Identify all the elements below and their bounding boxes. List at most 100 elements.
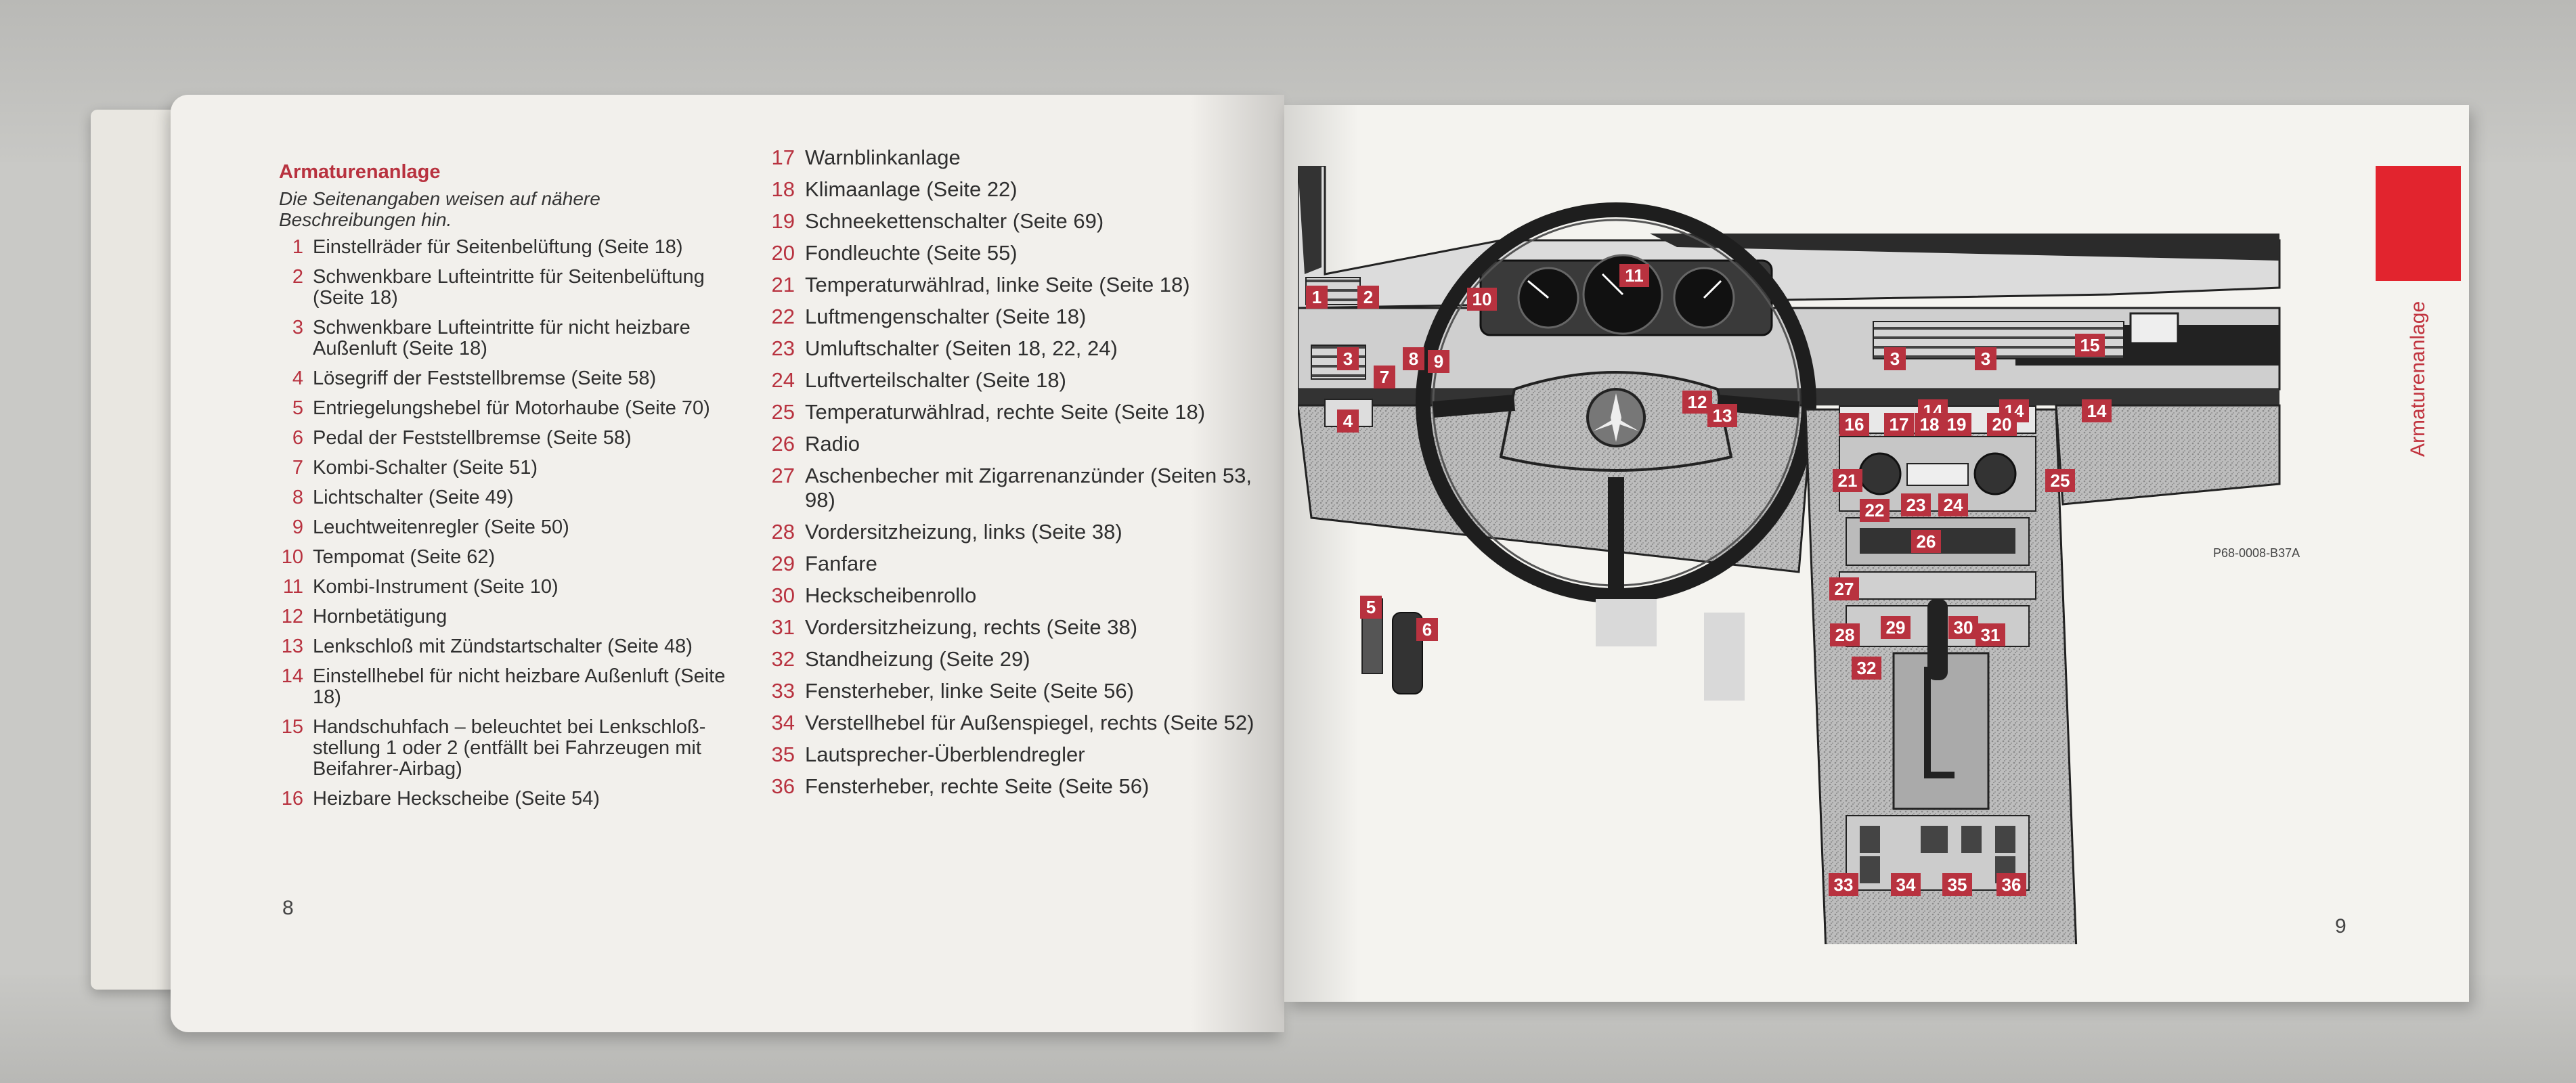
callout-badge: 32: [1852, 657, 1881, 680]
chapter-tab: [2376, 166, 2461, 281]
legend-number: 16: [281, 788, 303, 810]
glovebox-lock: [2129, 312, 2179, 345]
legend-text: Handschuhfach – beleuchtet bei Lenkschlo…: [313, 716, 706, 780]
legend-text: Temperaturwählrad, rechte Seite (Seite 1…: [805, 400, 1206, 424]
callout-number: 19: [1947, 414, 1967, 435]
callout-number: 28: [1835, 625, 1855, 645]
legend-number: 5: [292, 397, 303, 419]
legend-item: 5 Entriegelungshebel für Motorhaube (Seit…: [279, 398, 753, 419]
gear-lever: [1927, 599, 1948, 680]
illustration-code: P68-0008-B37A: [2213, 546, 2300, 560]
callout-badge: 3: [1337, 347, 1359, 370]
callout-badge: 12: [1682, 391, 1712, 414]
legend-text: Fensterheber, rechte Seite (Seite 56): [805, 774, 1150, 798]
section-heading: Armaturenanlage: [279, 161, 441, 183]
callout-badge: 16: [1839, 413, 1869, 436]
legend-item: 29 Fanfare: [766, 552, 1281, 576]
legend-text: Vordersitzheizung, links (Seite 38): [805, 520, 1122, 544]
legend-text: Entriegelungshebel für Motorhaube (Seite…: [313, 397, 710, 419]
legend-text: Schneekettenschalter (Seite 69): [805, 209, 1104, 233]
callout-number: 2: [1363, 287, 1373, 307]
legend-text: Fondleuchte (Seite 55): [805, 241, 1018, 265]
callout-number: 27: [1835, 579, 1854, 599]
legend-text: Kombi-Schalter (Seite 51): [313, 457, 538, 479]
legend-number: 7: [292, 457, 303, 479]
callout-badge: 31: [1975, 623, 2005, 646]
legend-item: 2 Schwenkbare Lufteintritte für Seitenbel…: [279, 267, 753, 309]
callout-number: 23: [1906, 495, 1926, 515]
legend-number: 27: [771, 464, 795, 487]
legend-number: 21: [771, 273, 795, 296]
callout-badge: 7: [1374, 366, 1395, 389]
legend-text: Heizbare Heckscheibe (Seite 54): [313, 788, 600, 810]
legend-text: Aschenbecher mit Zigarrenanzünder (Seite…: [805, 464, 1252, 512]
a-pillar: [1298, 166, 1322, 274]
callout-badge: 3: [1884, 347, 1906, 370]
callout-number: 12: [1688, 392, 1707, 412]
windshield-edge: [1650, 234, 2279, 261]
legend-number: 2: [292, 266, 303, 288]
callout-number: 15: [2080, 335, 2100, 355]
legend-text: Pedal der Feststellbremse (Seite 58): [313, 427, 632, 449]
callout-number: 31: [1981, 625, 2001, 645]
legend-text: Fanfare: [805, 552, 877, 575]
legend-number: 24: [771, 368, 795, 392]
legend-number: 13: [281, 636, 303, 657]
callout-number: 14: [2087, 401, 2107, 421]
callout-badge: 20: [1987, 413, 2017, 436]
legend-item: 35 Lautsprecher-Überblendregler: [766, 743, 1281, 767]
callout-number: 17: [1890, 414, 1909, 435]
callout-number: 3: [1890, 349, 1900, 369]
callout-number: 26: [1917, 531, 1936, 552]
brake-pedal-shadow: [1596, 599, 1657, 646]
callout-number: 9: [1434, 351, 1443, 372]
legend-number: 14: [281, 665, 303, 687]
legend-number: 9: [292, 516, 303, 538]
legend-number: 6: [292, 427, 303, 449]
legend-text: Einstellräder für Seitenbelüftung (Seite…: [313, 236, 683, 258]
legend-number: 36: [771, 774, 795, 798]
legend-number: 31: [771, 615, 795, 639]
callout-number: 10: [1472, 289, 1492, 309]
legend-number: 29: [771, 552, 795, 575]
legend-text: Hornbetätigung: [313, 606, 447, 627]
callout-badge: 23: [1901, 493, 1931, 516]
callout-badge: 18: [1915, 413, 1944, 436]
callout-badge: 1: [1306, 286, 1328, 309]
callout-number: 29: [1886, 617, 1906, 638]
callout-badge: 5: [1360, 596, 1382, 619]
callout-number: 3: [1981, 349, 1990, 369]
legend-text: Lautsprecher-Überblendregler: [805, 743, 1085, 766]
callout-badge: 19: [1942, 413, 1971, 436]
callout-number: 8: [1409, 349, 1418, 369]
legend-number: 18: [771, 177, 795, 201]
legend-text: Temperaturwählrad, linke Seite (Seite 18…: [805, 273, 1190, 296]
callout-number: 36: [2002, 875, 2022, 895]
legend-text: Umluftschalter (Seiten 18, 22, 24): [805, 336, 1118, 360]
callout-badge: 9: [1428, 350, 1449, 373]
callout-badge: 27: [1829, 577, 1859, 600]
callout-badge: 11: [1619, 264, 1649, 287]
callout-number: 24: [1944, 495, 1963, 515]
callout-badge: 22: [1860, 499, 1890, 522]
callout-badge: 24: [1938, 493, 1968, 516]
legend-number: 33: [771, 679, 795, 703]
callout-badge: 6: [1416, 618, 1438, 641]
callout-number: 7: [1380, 367, 1389, 387]
legend-number: 35: [771, 743, 795, 766]
legend-text: Schwenkbare Lufteintritte für Seitenbelü…: [313, 266, 705, 309]
